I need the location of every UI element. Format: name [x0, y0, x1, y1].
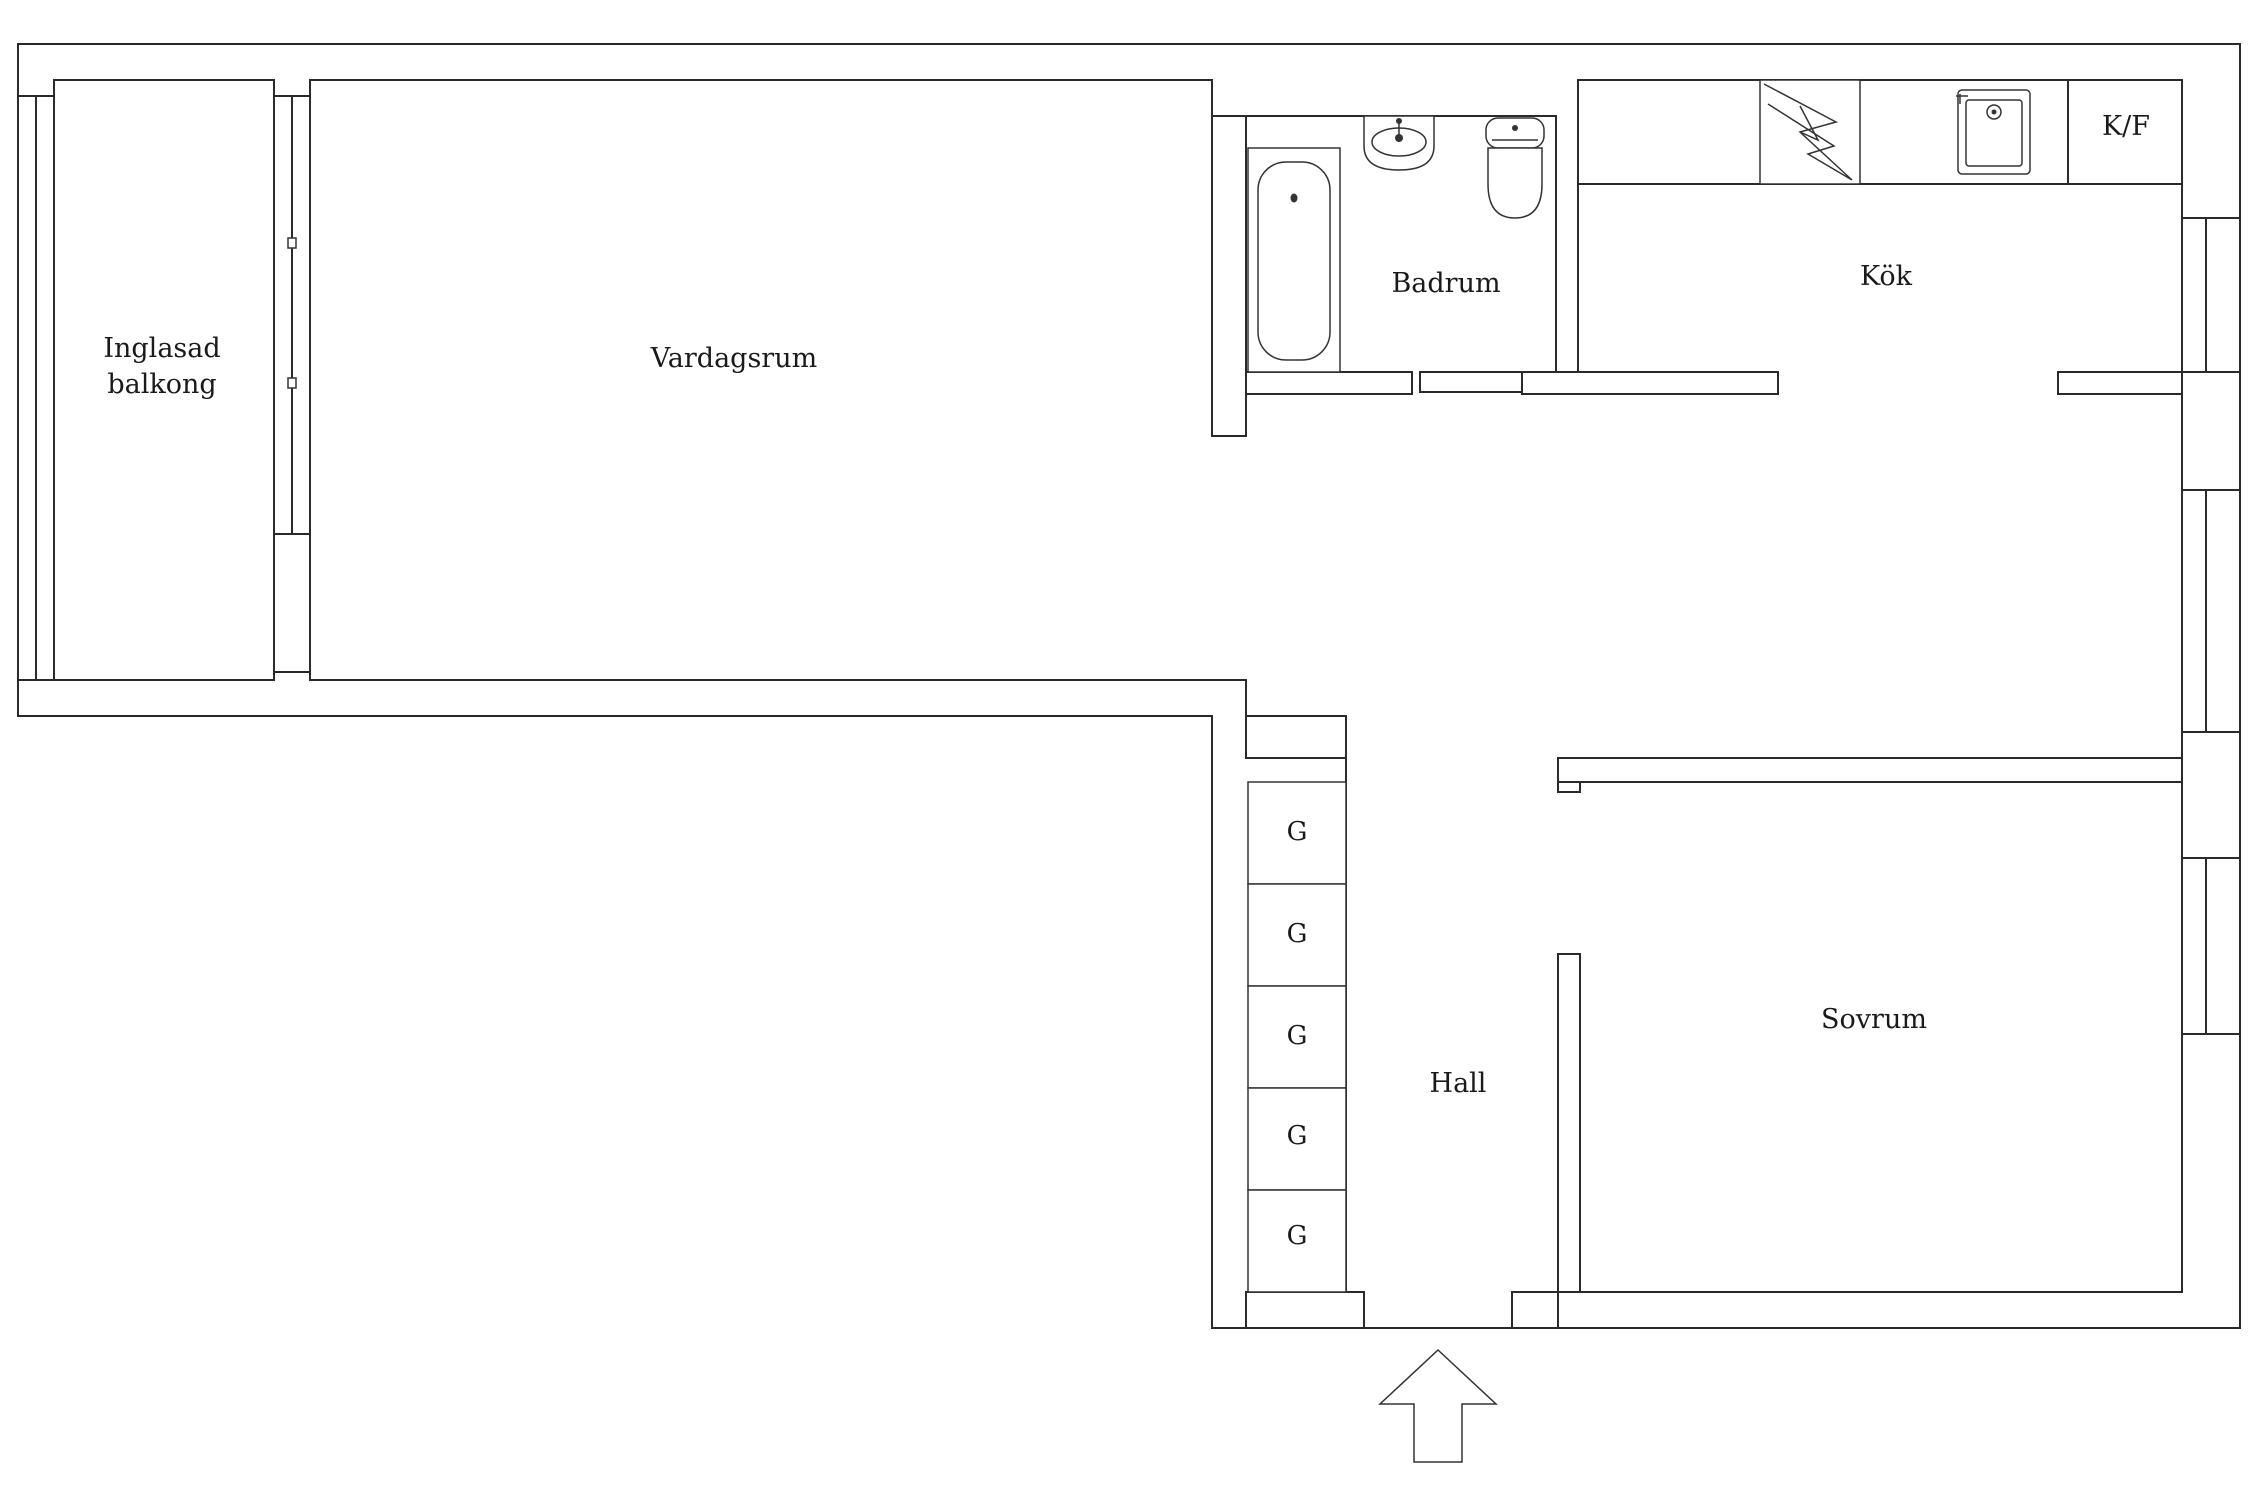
- windows-right: [2182, 217, 2240, 1035]
- wardrobe-cell: [1247, 883, 1347, 987]
- bathroom-label: Badrum: [1391, 268, 1500, 299]
- kitchen-label: Kök: [1860, 261, 1913, 292]
- balcony: [18, 95, 310, 681]
- wardrobe-cell: [1247, 1189, 1347, 1293]
- stove-icon: [1759, 79, 1861, 185]
- entrance-arrow-icon: [1378, 1348, 1498, 1463]
- wardrobe-label: G: [1287, 1121, 1308, 1151]
- fridge-freezer-label: K/F: [2102, 111, 2150, 142]
- wardrobe-cell: [1247, 1087, 1347, 1191]
- living-room-label: Vardagsrum: [650, 343, 817, 374]
- wardrobes: G G G G G: [1247, 781, 1347, 1293]
- wardrobe-cell: [1247, 985, 1347, 1089]
- bedroom-label: Sovrum: [1821, 1004, 1927, 1035]
- kitchen-counter: [1577, 79, 2183, 395]
- sink-icon: [1956, 89, 2031, 175]
- balcony-label-line1: Inglasad: [103, 333, 220, 364]
- wardrobe-label: G: [1287, 1021, 1308, 1051]
- toilet-icon: [1485, 117, 1545, 219]
- balcony-label-line2: balkong: [107, 369, 216, 400]
- room-labels: Inglasad balkong Vardagsrum Badrum Kök H…: [103, 261, 1927, 1099]
- hall-label: Hall: [1430, 1068, 1487, 1099]
- bathtub-icon: [1247, 147, 1341, 373]
- door-hinge: [287, 237, 297, 249]
- hall-walls: [1245, 715, 2183, 1329]
- bathroom-walls: [1211, 115, 1779, 436]
- wardrobe-label: G: [1287, 919, 1308, 949]
- washbasin-icon: [1363, 115, 1435, 171]
- wardrobe-label: G: [1287, 817, 1308, 847]
- wardrobe-cell: [1247, 781, 1347, 885]
- wardrobe-label: G: [1287, 1221, 1308, 1251]
- door-hinge: [287, 377, 297, 389]
